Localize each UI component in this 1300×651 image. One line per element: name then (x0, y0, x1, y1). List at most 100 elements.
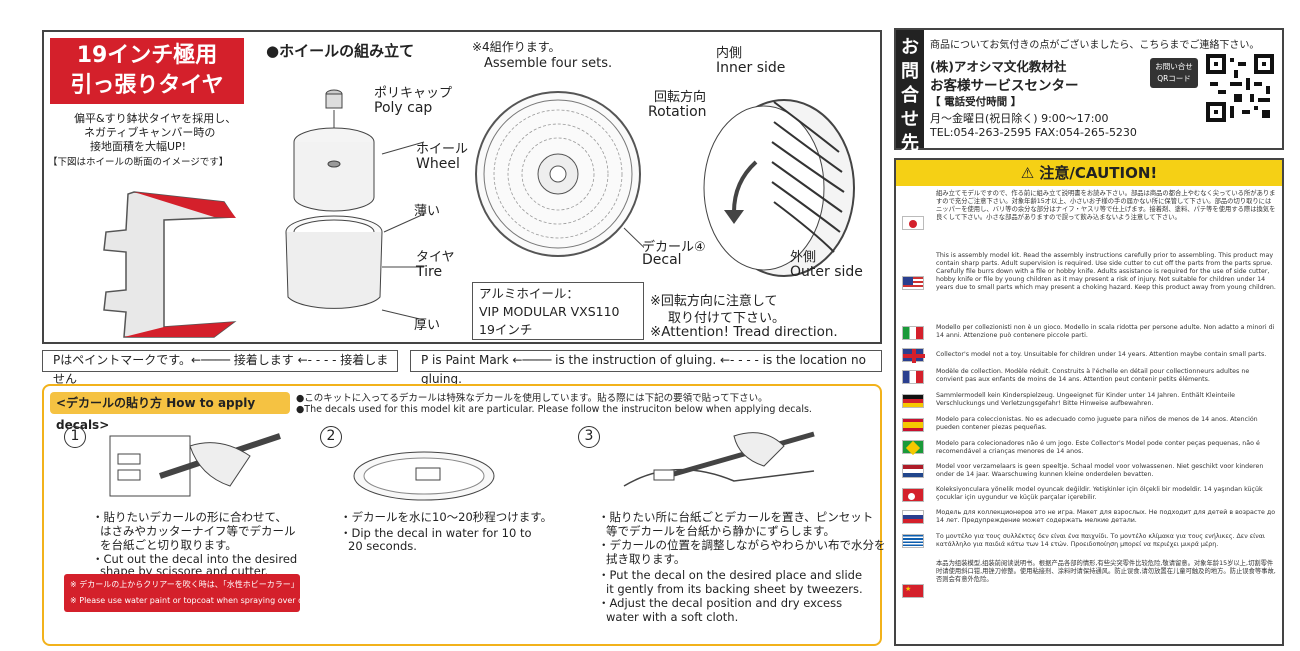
tire-desc-3: 接地面積を大幅UP! (90, 140, 187, 153)
rotation-jp: 回転方向 (654, 90, 707, 105)
step3-en-3: ・Adjust the decal position and dry exces… (598, 596, 843, 610)
caution-gr: Το μοντέλο για τους συλλέκτες δεν είναι … (936, 533, 1266, 548)
step1-jp-3: を台紙ごと切り取ります。 (100, 538, 237, 552)
decal-en: Decal (642, 252, 682, 268)
step3-en-2: it gently from its backing sheet by twee… (606, 582, 863, 596)
step3-jp-1: ・貼りたい所に台紙ごとデカールを置き、ピンセット (598, 510, 874, 524)
tire-desc-4: 【下図はホイールの断面のイメージです】 (48, 157, 229, 168)
step2-jp: ・デカールを水に10〜20秒程つけます。 (340, 510, 553, 524)
assembly-heading: ●ホイールの組み立て (266, 42, 415, 60)
qr-code-image[interactable] (1206, 54, 1274, 122)
france-flag-icon (902, 370, 924, 384)
legend-en-text: P is Paint Mark ←──── is the instruction… (421, 353, 866, 386)
attention-jp-2: 取り付けて下さい。 (668, 311, 786, 326)
caution-fr: Modèle de collection. Modèle réduit. Con… (936, 368, 1250, 383)
caution-es: Modelo para coleccionistas. No es adecua… (936, 416, 1258, 431)
decal-title: <デカールの貼り方 How to apply decals> (50, 392, 290, 432)
caution-jp: 組み立てモデルですので、作る前に組み立て説明書をお読み下さい。部品は商品の都合上… (936, 190, 1276, 221)
tire-desc-2: ネガティブキャンバー時の (84, 126, 216, 139)
wheel-en: Wheel (416, 156, 460, 172)
caution-de: Sammlermodell kein Kinderspielzeug. Unge… (936, 392, 1236, 407)
step2-en-2: 20 seconds. (348, 539, 417, 553)
polycap-en: Poly cap (374, 100, 433, 116)
wheel-exploded-illustration (285, 89, 425, 321)
alu-wheel-label-box: アルミホイール： VIP MODULAR VXS110 19インチ (472, 282, 644, 340)
russia-flag-icon (902, 510, 924, 524)
decal-note-jp: ●このキットに入ってるデカールは特殊なデカールを使用しています。貼る際には下記の… (296, 393, 768, 404)
tire-jp: タイヤ (416, 250, 455, 265)
step2-water-dish-illustration (353, 451, 495, 501)
tire-info-box: 19インチ極用 引っ張りタイヤ 偏平&すり鉢状タイヤを採用し、 ネガティブキャン… (44, 32, 254, 342)
contact-hours-label: 【 電話受付時間 】 (930, 96, 1022, 108)
caution-tr: Koleksiyonculara yönelik model oyuncak d… (936, 486, 1263, 501)
qr-label-2: QRコード (1157, 74, 1191, 83)
legend-en: P is Paint Mark ←──── is the instruction… (410, 350, 882, 386)
contact-tab: お問合せ先 (896, 30, 924, 154)
legend-jp-text: Pはペイントマークです。←──── 接着します ←- - - - 接着しません (53, 353, 389, 386)
contact-hours: 月〜金曜日(祝日除く) 9:00〜17:00 (930, 112, 1109, 125)
step3-jp-3: ・デカールの位置を調整しながらやわらかい布で水分を (598, 538, 886, 552)
alu-line1: アルミホイール： (479, 286, 579, 301)
wheel-cross-section-illustration (103, 191, 237, 338)
contact-center: お客様サービスセンター (930, 78, 1079, 94)
greece-flag-icon (902, 534, 924, 548)
tire-en: Tire (416, 264, 443, 280)
contact-intro: 商品についてお気付きの点がございましたら、こちらまでご連絡下さい。 (930, 40, 1260, 51)
sets-jp: ※4組作ります。 (472, 40, 561, 54)
outer-jp: 外側 (790, 250, 817, 265)
attention-en: ※Attention! Tread direction. (650, 324, 838, 340)
wheel-jp: ホイール (416, 142, 469, 157)
japan-flag-icon (902, 216, 924, 230)
netherlands-flag-icon (902, 464, 924, 478)
tire-title-badge: 19インチ極用 引っ張りタイヤ (50, 38, 244, 104)
turkey-flag-icon (902, 488, 924, 502)
caution-nl: Model voor verzamelaars is geen speeltje… (936, 463, 1264, 478)
italy-flag-icon (902, 326, 924, 340)
step1-en-1: ・Cut out the decal into the desired (92, 552, 298, 566)
tire-title-line2: 引っ張りタイヤ (70, 73, 224, 98)
attention-jp-1: ※回転方向に注意して (650, 294, 778, 309)
step1-cutting-illustration (109, 433, 281, 497)
step1-jp-1: ・貼りたいデカールの形に合わせて、 (92, 510, 287, 524)
tire-tread-illustration (703, 99, 855, 277)
qr-label-1: お問い合せ (1155, 62, 1193, 71)
legend-jp: Pはペイントマークです。←──── 接着します ←- - - - 接着しません (42, 350, 398, 386)
brazil-flag-icon (902, 440, 924, 456)
usa-flag-icon (902, 276, 924, 290)
step3-number: 3 (578, 426, 600, 448)
caution-header: ⚠ 注意/CAUTION! (896, 160, 1282, 186)
caution-it: Modello per collezionisti non è un gioco… (936, 324, 1275, 339)
step3-en-4: water with a soft cloth. (606, 610, 739, 624)
assembly-panel: 19インチ極用 引っ張りタイヤ 偏平&すり鉢状タイヤを採用し、 ネガティブキャン… (42, 30, 882, 344)
warn-jp: ※ デカールの上からクリアーを吹く時は、「水性ホビーカラー」または「トップコート… (70, 580, 506, 589)
contact-company: (株)アオシマ文化教材社 (930, 59, 1067, 74)
caution-cn: 本品为组装模型,组装前阅读说明书。根据产品各部的情形,有些尖突零件比较危险,敬请… (936, 560, 1276, 583)
germany-flag-icon (902, 394, 924, 408)
alu-line2: VIP MODULAR VXS110 (479, 304, 620, 319)
step3-jp-2: 等でデカールを台紙から静かにずらします。 (606, 524, 835, 538)
step1-jp-2: はさみやカッターナイフ等でデカール (100, 524, 296, 538)
contact-tel: TEL:054-263-2595 FAX:054-265-5230 (930, 126, 1137, 139)
decal-jp: デカール④ (642, 240, 706, 255)
inner-jp: 内側 (716, 46, 743, 61)
sets-en: Assemble four sets. (484, 56, 613, 71)
polycap-jp: ポリキャップ (374, 86, 453, 101)
spain-flag-icon (902, 418, 924, 432)
thin-label: 薄い (414, 204, 441, 219)
caution-pt: Modelo para colecionadores não é um jogo… (936, 440, 1260, 455)
qr-label-badge: お問い合せ QRコード (1150, 58, 1198, 88)
uk-flag-icon (902, 348, 925, 363)
inner-en: Inner side (716, 60, 786, 76)
alu-line3: 19インチ (479, 322, 533, 337)
caution-panel: ⚠ 注意/CAUTION! 組み立てモデルですので、作る前に組み立て説明書をお読… (894, 158, 1284, 646)
warn-en: ※ Please use water paint or topcoat when… (70, 596, 327, 605)
step2-number: 2 (320, 426, 342, 448)
decal-note-en: ●The decals used for this model kit are … (296, 404, 812, 415)
caution-uk: Collector's model not a toy. Unsuitable … (936, 351, 1267, 358)
step3-en-1: ・Put the decal on the desired place and … (598, 568, 863, 582)
caution-ru: Модель для коллекционеров это не игра. М… (936, 509, 1276, 524)
step1-number: 1 (64, 426, 86, 448)
step2-en-1: ・Dip the decal in water for 10 to (340, 526, 532, 540)
wheel-face-illustration (475, 91, 644, 257)
tire-desc-1: 偏平&すり鉢状タイヤを採用し、 (74, 112, 237, 125)
